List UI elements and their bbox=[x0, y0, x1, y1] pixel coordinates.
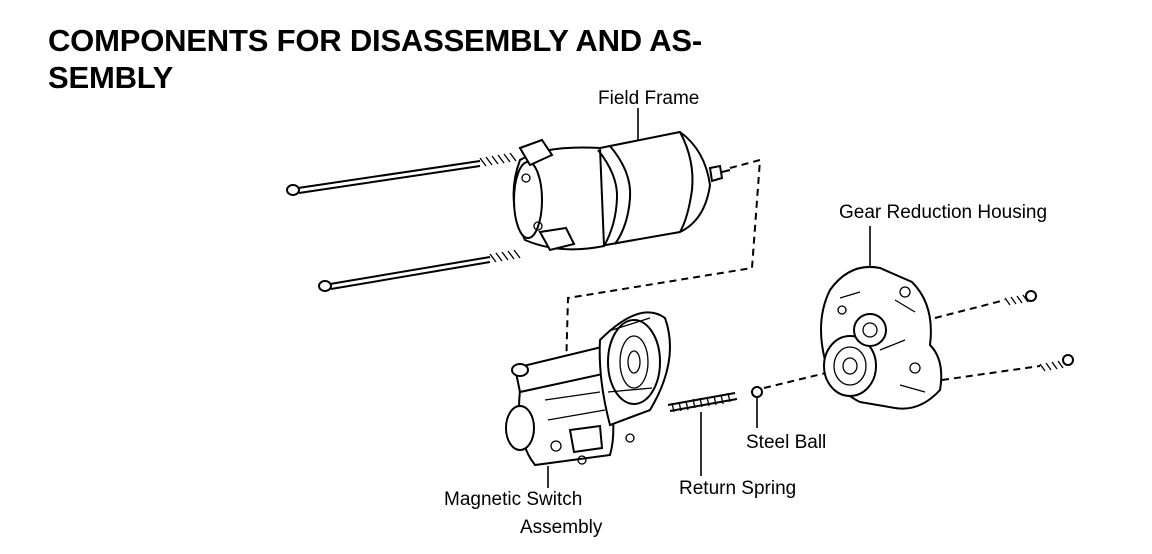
alignment-guide-frame bbox=[565, 158, 762, 371]
field-frame bbox=[512, 108, 731, 252]
page-title: COMPONENTS FOR DISASSEMBLY AND AS- SEMBL… bbox=[48, 22, 808, 96]
label-magnetic-switch-line-2: Assembly bbox=[520, 517, 603, 538]
page-title-line-2: SEMBLY bbox=[48, 60, 174, 95]
housing-bolt-upper bbox=[934, 290, 1037, 319]
housing-bolt-lower bbox=[941, 354, 1074, 381]
steel-ball bbox=[751, 386, 763, 428]
through-bolt-lower bbox=[318, 249, 521, 292]
magnetic-switch-assembly bbox=[505, 311, 671, 488]
label-steel-ball: Steel Ball bbox=[746, 432, 826, 453]
through-bolt-upper bbox=[286, 152, 517, 196]
label-return-spring: Return Spring bbox=[679, 478, 796, 499]
label-gear-reduction-housing: Gear Reduction Housing bbox=[839, 202, 1047, 223]
page-title-line-1: COMPONENTS FOR DISASSEMBLY AND AS- bbox=[48, 23, 703, 58]
gear-reduction-housing bbox=[820, 226, 943, 410]
label-field-frame: Field Frame bbox=[598, 88, 699, 109]
label-magnetic-switch-line-1: Magnetic Switch bbox=[444, 489, 582, 510]
alignment-guide-ball bbox=[763, 371, 831, 389]
return-spring bbox=[667, 392, 738, 476]
